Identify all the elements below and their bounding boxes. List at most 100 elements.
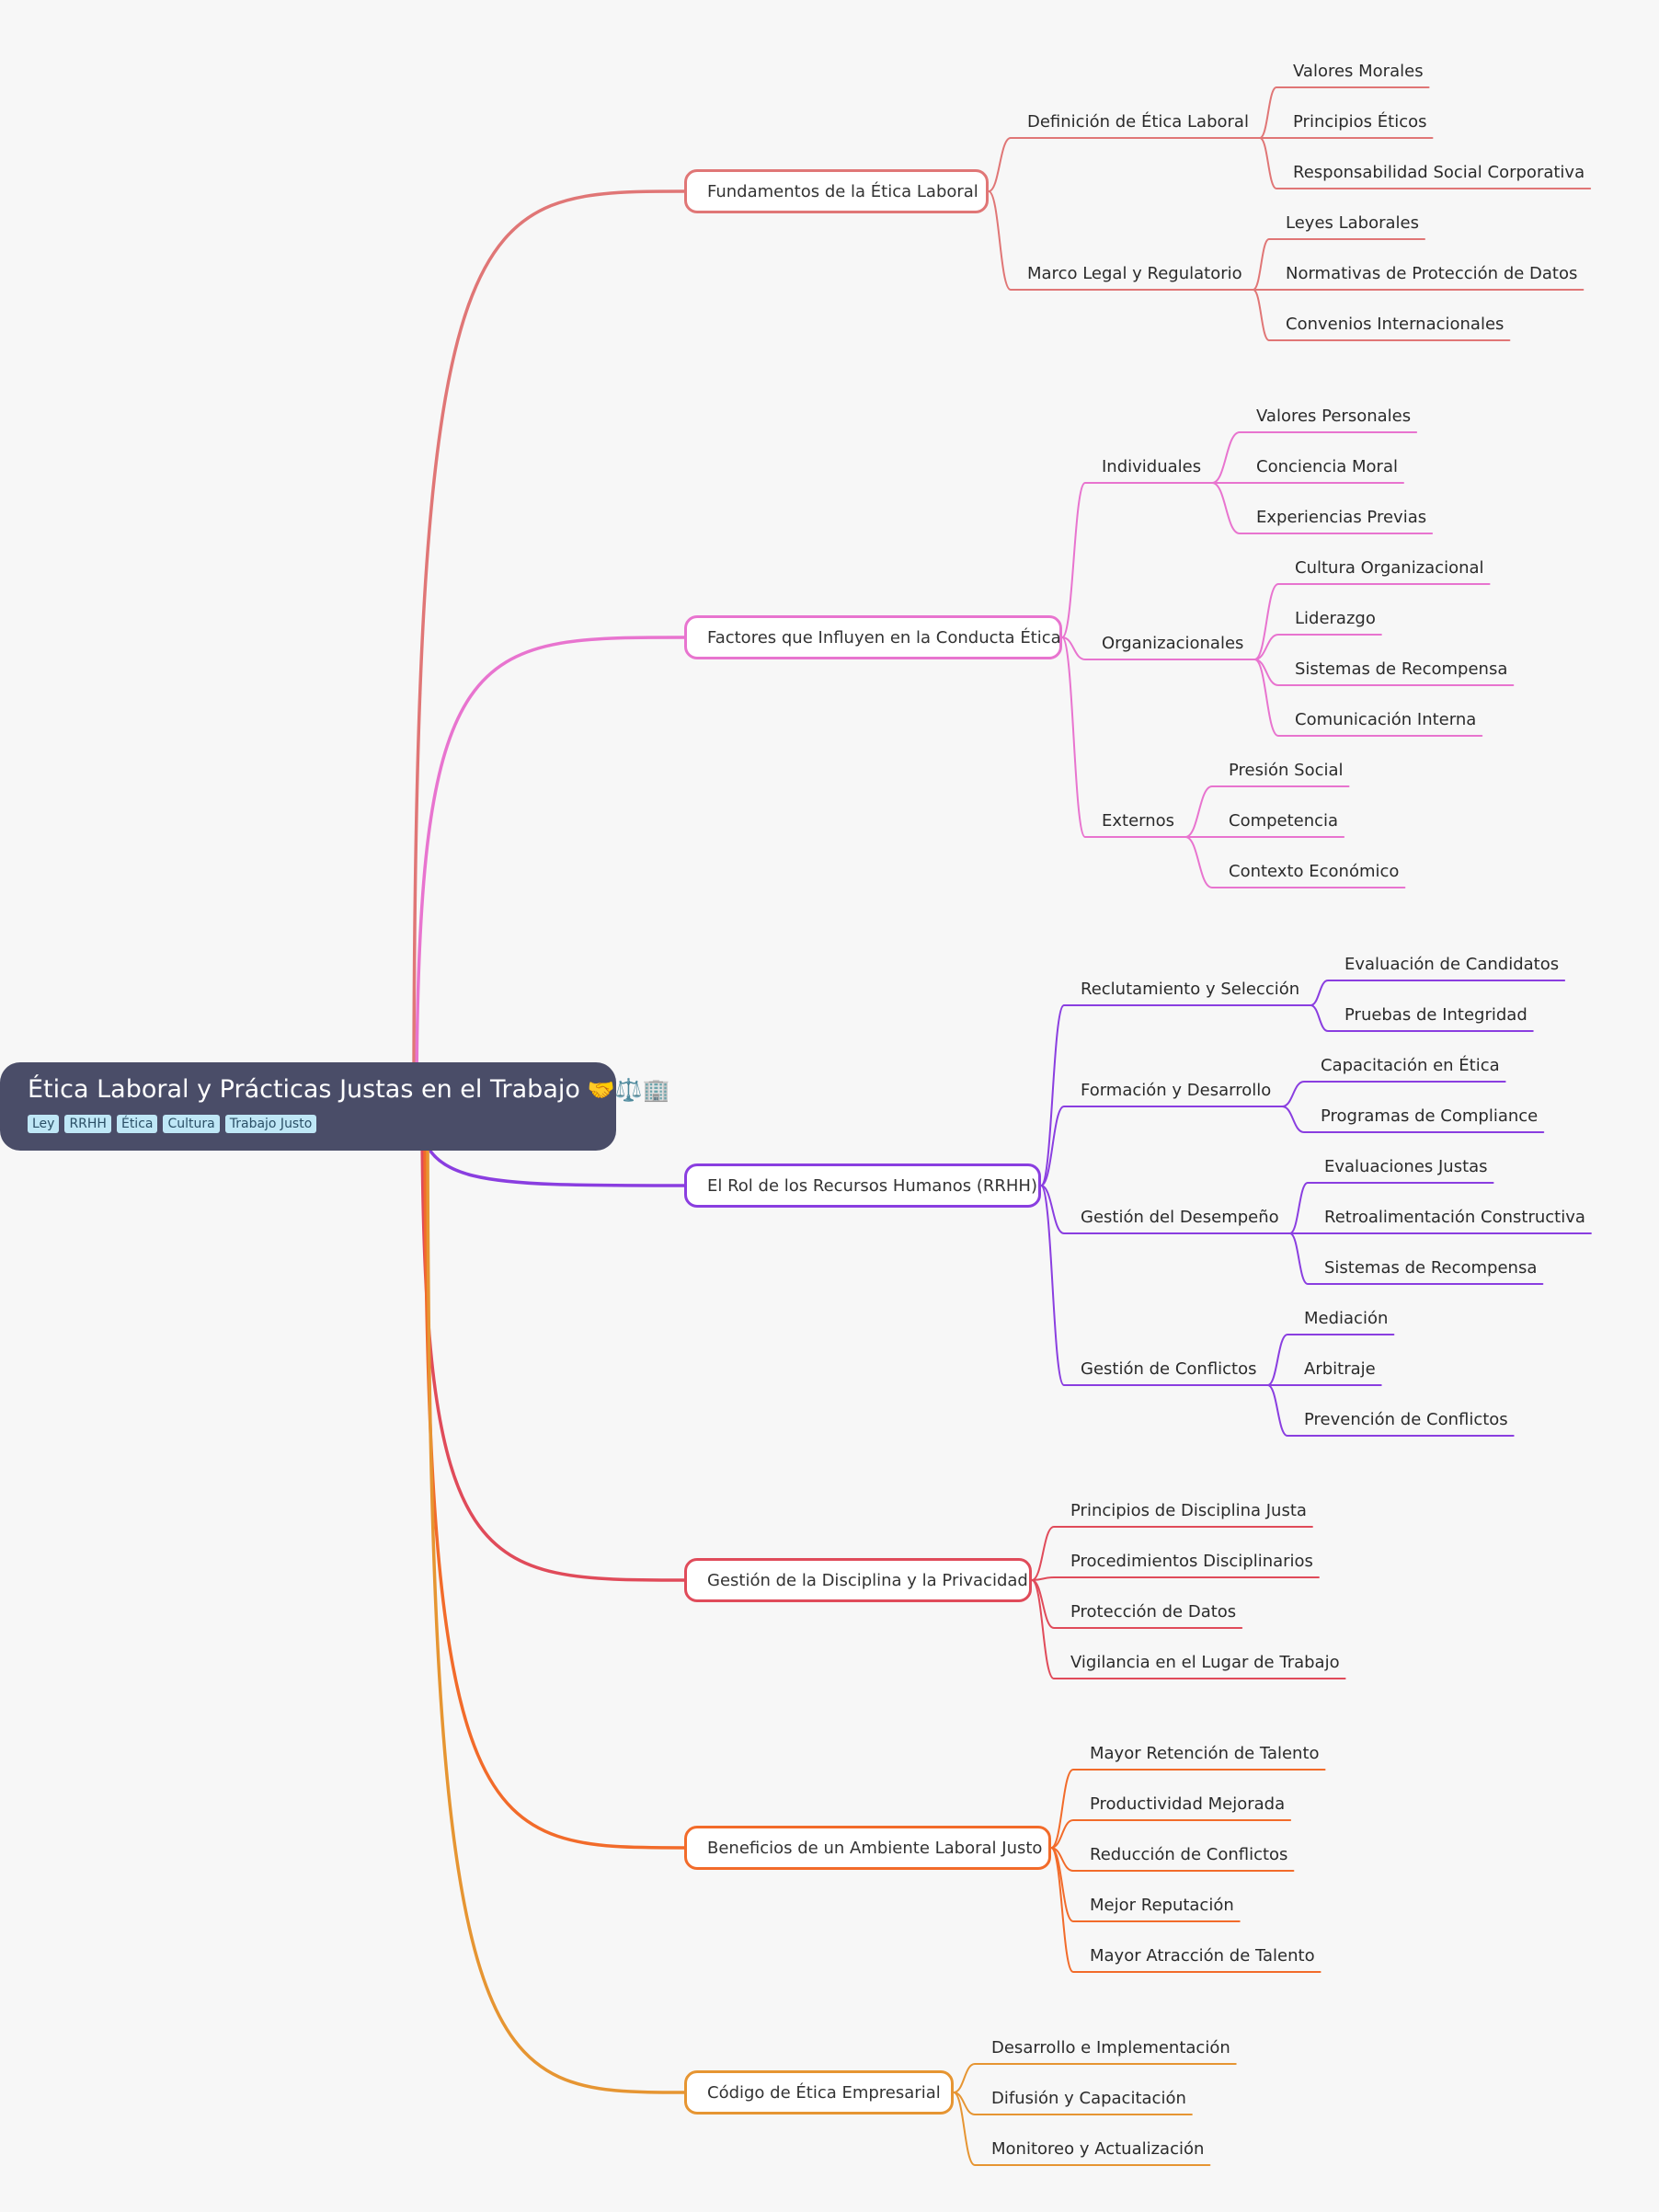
connector-leaf: [1252, 289, 1511, 341]
connector-branch-group: [1061, 636, 1256, 660]
connector-leaf: [953, 2092, 1211, 2166]
branch-factores[interactable]: Factores que Influyen en la Conducta Éti…: [684, 615, 1062, 659]
connector-leaf: [1031, 1579, 1346, 1679]
connector-leaf: [1211, 482, 1434, 534]
branch-codigo[interactable]: Código de Ética Empresarial: [684, 2070, 954, 2115]
leaf-cultura-organizacional[interactable]: Cultura Organizacional: [1295, 558, 1484, 578]
connector-leaf: [1253, 583, 1491, 660]
connector-leaf: [1211, 431, 1418, 484]
connector-leaf: [1258, 137, 1592, 189]
connector-branch-group: [1061, 636, 1187, 838]
group-conflictos[interactable]: Gestión de Conflictos: [1081, 1359, 1257, 1379]
root-node[interactable]: Ética Laboral y Prácticas Justas en el T…: [0, 1062, 670, 1151]
leaf-valores-morales[interactable]: Valores Morales: [1293, 62, 1424, 81]
branch-fundamentos[interactable]: Fundamentos de la Ética Laboral: [684, 169, 989, 213]
leaf-conciencia-moral[interactable]: Conciencia Moral: [1256, 457, 1398, 476]
tag-cultura: Cultura: [163, 1115, 220, 1133]
connector-branch-group: [988, 137, 1261, 192]
leaf-liderazgo[interactable]: Liderazgo: [1295, 609, 1376, 628]
leaf-evaluacion-candidatos[interactable]: Evaluación de Candidatos: [1344, 955, 1560, 974]
connector-leaf: [1050, 1769, 1326, 1849]
leaf-atraccion-talento[interactable]: Mayor Atracción de Talento: [1090, 1946, 1315, 1966]
connector-leaf: [1031, 1526, 1313, 1581]
tag-trabajo-justo: Trabajo Justo: [224, 1115, 317, 1133]
connector-leaf: [1031, 1576, 1320, 1581]
connector-branch-group: [1061, 482, 1214, 638]
leaf-programas-compliance[interactable]: Programas de Compliance: [1321, 1106, 1539, 1126]
connector-branch-group: [1040, 1185, 1291, 1234]
leaf-desarrollo-implementacion[interactable]: Desarrollo e Implementación: [991, 2038, 1230, 2057]
leaf-retencion-talento[interactable]: Mayor Retención de Talento: [1090, 1744, 1320, 1763]
connector-leaf: [1281, 1106, 1545, 1133]
connector-leaf: [1252, 238, 1425, 291]
leaf-difusion-capacitacion[interactable]: Difusión y Capacitación: [991, 2089, 1186, 2108]
connector-leaf: [1253, 659, 1483, 737]
leaf-sistemas-recompensa-rrhh[interactable]: Sistemas de Recompensa: [1324, 1258, 1538, 1278]
leaf-comunicacion-interna[interactable]: Comunicación Interna: [1295, 710, 1477, 729]
branch-beneficios[interactable]: Beneficios de un Ambiente Laboral Justo: [684, 1826, 1051, 1870]
leaf-prevencion-conflictos[interactable]: Prevención de Conflictos: [1304, 1410, 1508, 1429]
connector-leaf: [1266, 1384, 1515, 1437]
connector-root-branch: [426, 1105, 686, 2094]
leaf-vigilancia[interactable]: Vigilancia en el Lugar de Trabajo: [1070, 1653, 1340, 1672]
leaf-evaluaciones-justas[interactable]: Evaluaciones Justas: [1324, 1157, 1488, 1176]
leaf-pruebas-integridad[interactable]: Pruebas de Integridad: [1344, 1005, 1527, 1025]
group-desempeno[interactable]: Gestión del Desempeño: [1081, 1208, 1279, 1227]
leaf-contexto-economico[interactable]: Contexto Económico: [1229, 862, 1400, 881]
connector-root-branch: [420, 1105, 686, 1582]
group-organizacionales[interactable]: Organizacionales: [1102, 634, 1244, 653]
leaf-experiencias-previas[interactable]: Experiencias Previas: [1256, 508, 1427, 527]
leaf-competencia[interactable]: Competencia: [1229, 811, 1339, 831]
group-externos[interactable]: Externos: [1102, 811, 1175, 831]
leaf-reduccion-conflictos[interactable]: Reducción de Conflictos: [1090, 1845, 1288, 1864]
leaf-productividad[interactable]: Productividad Mejorada: [1090, 1794, 1286, 1814]
group-formacion[interactable]: Formación y Desarrollo: [1081, 1081, 1272, 1100]
leaf-convenios[interactable]: Convenios Internacionales: [1286, 315, 1505, 334]
leaf-mejor-reputacion[interactable]: Mejor Reputación: [1090, 1896, 1234, 1915]
root-title: Ética Laboral y Prácticas Justas en el T…: [28, 1075, 580, 1104]
connector-leaf: [1184, 836, 1406, 888]
connector-leaf: [1050, 1847, 1321, 1973]
connector-leaf: [1288, 1232, 1544, 1285]
leaf-valores-personales[interactable]: Valores Personales: [1256, 407, 1412, 426]
leaf-mediacion[interactable]: Mediación: [1304, 1309, 1389, 1328]
leaf-responsabilidad-social[interactable]: Responsabilidad Social Corporativa: [1293, 163, 1585, 182]
root-title-row: Ética Laboral y Prácticas Justas en el T…: [28, 1075, 670, 1104]
connector-leaf: [1266, 1334, 1395, 1386]
branch-rrhh[interactable]: El Rol de los Recursos Humanos (RRHH): [684, 1163, 1041, 1208]
tag-rrhh: RRHH: [64, 1115, 111, 1133]
handshake-scale-building-icon: 🤝⚖️🏢: [587, 1076, 670, 1103]
connector-root-branch: [412, 189, 686, 1108]
connector-root-branch: [415, 636, 686, 1108]
connector-branch-group: [988, 190, 1254, 291]
tag-ley: Ley: [28, 1115, 60, 1133]
leaf-leyes-laborales[interactable]: Leyes Laborales: [1286, 213, 1419, 233]
connector-leaf: [1050, 1819, 1292, 1849]
connector-root-branch: [423, 1105, 686, 1850]
group-marco-legal[interactable]: Marco Legal y Regulatorio: [1027, 264, 1242, 283]
group-definicion[interactable]: Definición de Ética Laboral: [1027, 112, 1249, 132]
group-reclutamiento[interactable]: Reclutamiento y Selección: [1081, 980, 1300, 999]
leaf-arbitraje[interactable]: Arbitraje: [1304, 1359, 1376, 1379]
leaf-procedimientos-disciplinarios[interactable]: Procedimientos Disciplinarios: [1070, 1552, 1313, 1571]
leaf-capacitacion-etica[interactable]: Capacitación en Ética: [1321, 1056, 1500, 1075]
leaf-proteccion-datos[interactable]: Protección de Datos: [1070, 1602, 1237, 1622]
leaf-presion-social[interactable]: Presión Social: [1229, 761, 1344, 780]
connector-leaf: [1310, 1004, 1534, 1032]
leaf-principios-disciplina[interactable]: Principios de Disciplina Justa: [1070, 1501, 1307, 1520]
tag-etica: Ética: [116, 1115, 158, 1133]
group-individuales[interactable]: Individuales: [1102, 457, 1202, 476]
leaf-principios-eticos[interactable]: Principios Éticos: [1293, 112, 1427, 132]
leaf-monitoreo[interactable]: Monitoreo y Actualización: [991, 2139, 1205, 2159]
connector-branch-group: [1040, 1004, 1312, 1186]
branch-disciplina[interactable]: Gestión de la Disciplina y la Privacidad: [684, 1558, 1032, 1602]
connector-branch-group: [1040, 1185, 1269, 1386]
leaf-retroalimentacion[interactable]: Retroalimentación Constructiva: [1324, 1208, 1585, 1227]
connector-leaf: [1310, 980, 1566, 1006]
root-tags: Ley RRHH Ética Cultura Trabajo Justo: [28, 1115, 616, 1133]
leaf-normativas-datos[interactable]: Normativas de Protección de Datos: [1286, 264, 1578, 283]
leaf-sistemas-recompensa[interactable]: Sistemas de Recompensa: [1295, 659, 1508, 679]
connector-leaf: [1184, 785, 1350, 838]
